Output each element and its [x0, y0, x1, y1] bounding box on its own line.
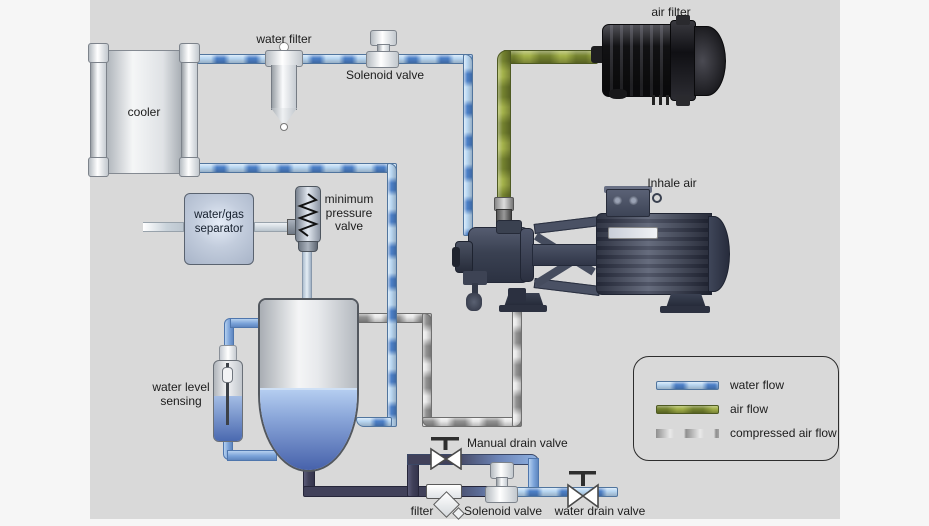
pipe-compressed-bottom-run — [422, 417, 522, 427]
pipe-compressed-riser-left — [422, 313, 432, 427]
water-drain-valve-label: water drain valve — [554, 504, 646, 518]
pump-inlet-flange — [496, 220, 522, 234]
pipe-separator-left — [143, 222, 184, 232]
motor-end-cap — [708, 216, 730, 292]
separator-label-line1: water/gas — [194, 209, 244, 221]
drain-filter-label: filter — [410, 504, 434, 518]
pipe-valve-to-tank — [302, 247, 312, 302]
water-filter-label: water filter — [256, 32, 312, 46]
tank-water — [260, 388, 357, 470]
pipe-compressed-riser-right — [512, 300, 522, 427]
legend-air-flow-swatch — [656, 405, 719, 414]
mpv-body — [295, 186, 321, 243]
cooler-left-cap-top — [88, 43, 109, 63]
cooler-left-cap-bottom — [88, 157, 109, 177]
water-filter-drain-nub — [280, 123, 288, 131]
pipe-drain-lower-run — [303, 486, 503, 497]
pipe-water-tank-return — [356, 417, 392, 427]
pipe-air-vertical — [497, 50, 511, 200]
mpv-label-line3: valve — [334, 219, 363, 233]
air-filter-clamp-band — [670, 20, 696, 101]
cooler-body — [105, 50, 183, 174]
pipe-water-top-run — [197, 54, 473, 64]
cooler-right-cap-top — [179, 43, 200, 63]
pipe-drain-outlet — [510, 487, 618, 497]
water-filter-body — [271, 65, 297, 110]
pump-drain-fitting — [463, 271, 487, 285]
separator-box — [184, 193, 254, 265]
bell-strut-top — [533, 216, 601, 234]
terminal-bolt-left — [613, 196, 622, 205]
motor-body — [596, 213, 712, 295]
sensing-body — [213, 360, 243, 442]
mpv-label: minimum pressure valve — [320, 192, 378, 234]
terminal-box — [606, 189, 650, 217]
air-filter-nozzle — [591, 46, 604, 63]
air-filter-end-cap — [694, 26, 726, 96]
legend-water-flow-swatch — [656, 381, 719, 390]
motor-lifting-eye — [652, 193, 662, 203]
terminal-bolt-right — [629, 196, 638, 205]
pipe-drain-upper-run — [407, 454, 539, 465]
legend-label-water-flow: water flow — [730, 378, 785, 392]
water-level-sensing-line1: water level — [152, 380, 210, 394]
air-filter-label: air filter — [651, 5, 691, 19]
shaft-housing — [532, 244, 598, 266]
pump-foot-base — [499, 305, 547, 312]
sensing-probe — [226, 363, 229, 425]
water-level-sensing-line2: sensing — [160, 393, 202, 408]
mpv-label-line1: minimum — [324, 192, 374, 206]
legend-label-compressed-air-flow: compressed air flow — [730, 426, 837, 440]
motor-foot — [666, 294, 706, 308]
legend-compressed-air-swatch — [656, 429, 719, 438]
cooler-label: cooler — [127, 105, 161, 119]
sensing-probe-knob — [222, 367, 233, 383]
motor-foot-base — [660, 306, 710, 313]
inhale-air-label: Inhale air — [647, 176, 697, 190]
pipe-air-horizontal — [503, 50, 598, 64]
air-filter-body — [602, 24, 672, 97]
diagram-panel: water flow air flow compressed air flow … — [88, 0, 840, 520]
mpv-spring-icon — [297, 193, 319, 237]
pipe-water-down-to-compressor — [463, 54, 473, 236]
separator-label: water/gas separator — [184, 209, 254, 236]
pump-front-tip — [452, 247, 460, 267]
air-filter-port — [609, 89, 627, 99]
solenoid-top-flange — [366, 51, 399, 68]
motor-nameplate — [608, 227, 658, 239]
manual-drain-valve-label: Manual drain valve — [467, 436, 568, 450]
pump-drain-ball — [466, 293, 482, 311]
pump-drain-stem — [472, 283, 478, 295]
tank-upper-shell — [260, 300, 357, 389]
pipe-water-down-to-tank — [387, 163, 397, 427]
air-filter-clip-bottom — [676, 96, 690, 106]
mpv-label-line2: pressure — [325, 205, 373, 220]
cooler-right-cap-bottom — [179, 157, 200, 177]
solenoid-valve-bottom-label: Solenoid valve — [463, 504, 543, 518]
compressed-outlet-flange — [508, 288, 526, 302]
legend: water flow air flow compressed air flow — [633, 356, 839, 461]
pipe-water-cooler-bottom-run — [197, 163, 397, 173]
manual-drain-valve-icon — [430, 437, 462, 470]
tank — [258, 298, 359, 472]
legend-label-air-flow: air flow — [730, 402, 769, 416]
water-level-sensing-label: water level sensing — [140, 380, 222, 408]
water-drain-valve-icon — [567, 471, 599, 508]
drain-solenoid-flange — [485, 486, 518, 503]
separator-label-line2: separator — [194, 222, 244, 235]
air-filter-clip-top — [676, 15, 690, 25]
solenoid-valve-top-label: Solenoid valve — [345, 68, 425, 82]
mpv-bottom-cap — [298, 241, 318, 252]
air-filter-pins — [652, 95, 672, 105]
